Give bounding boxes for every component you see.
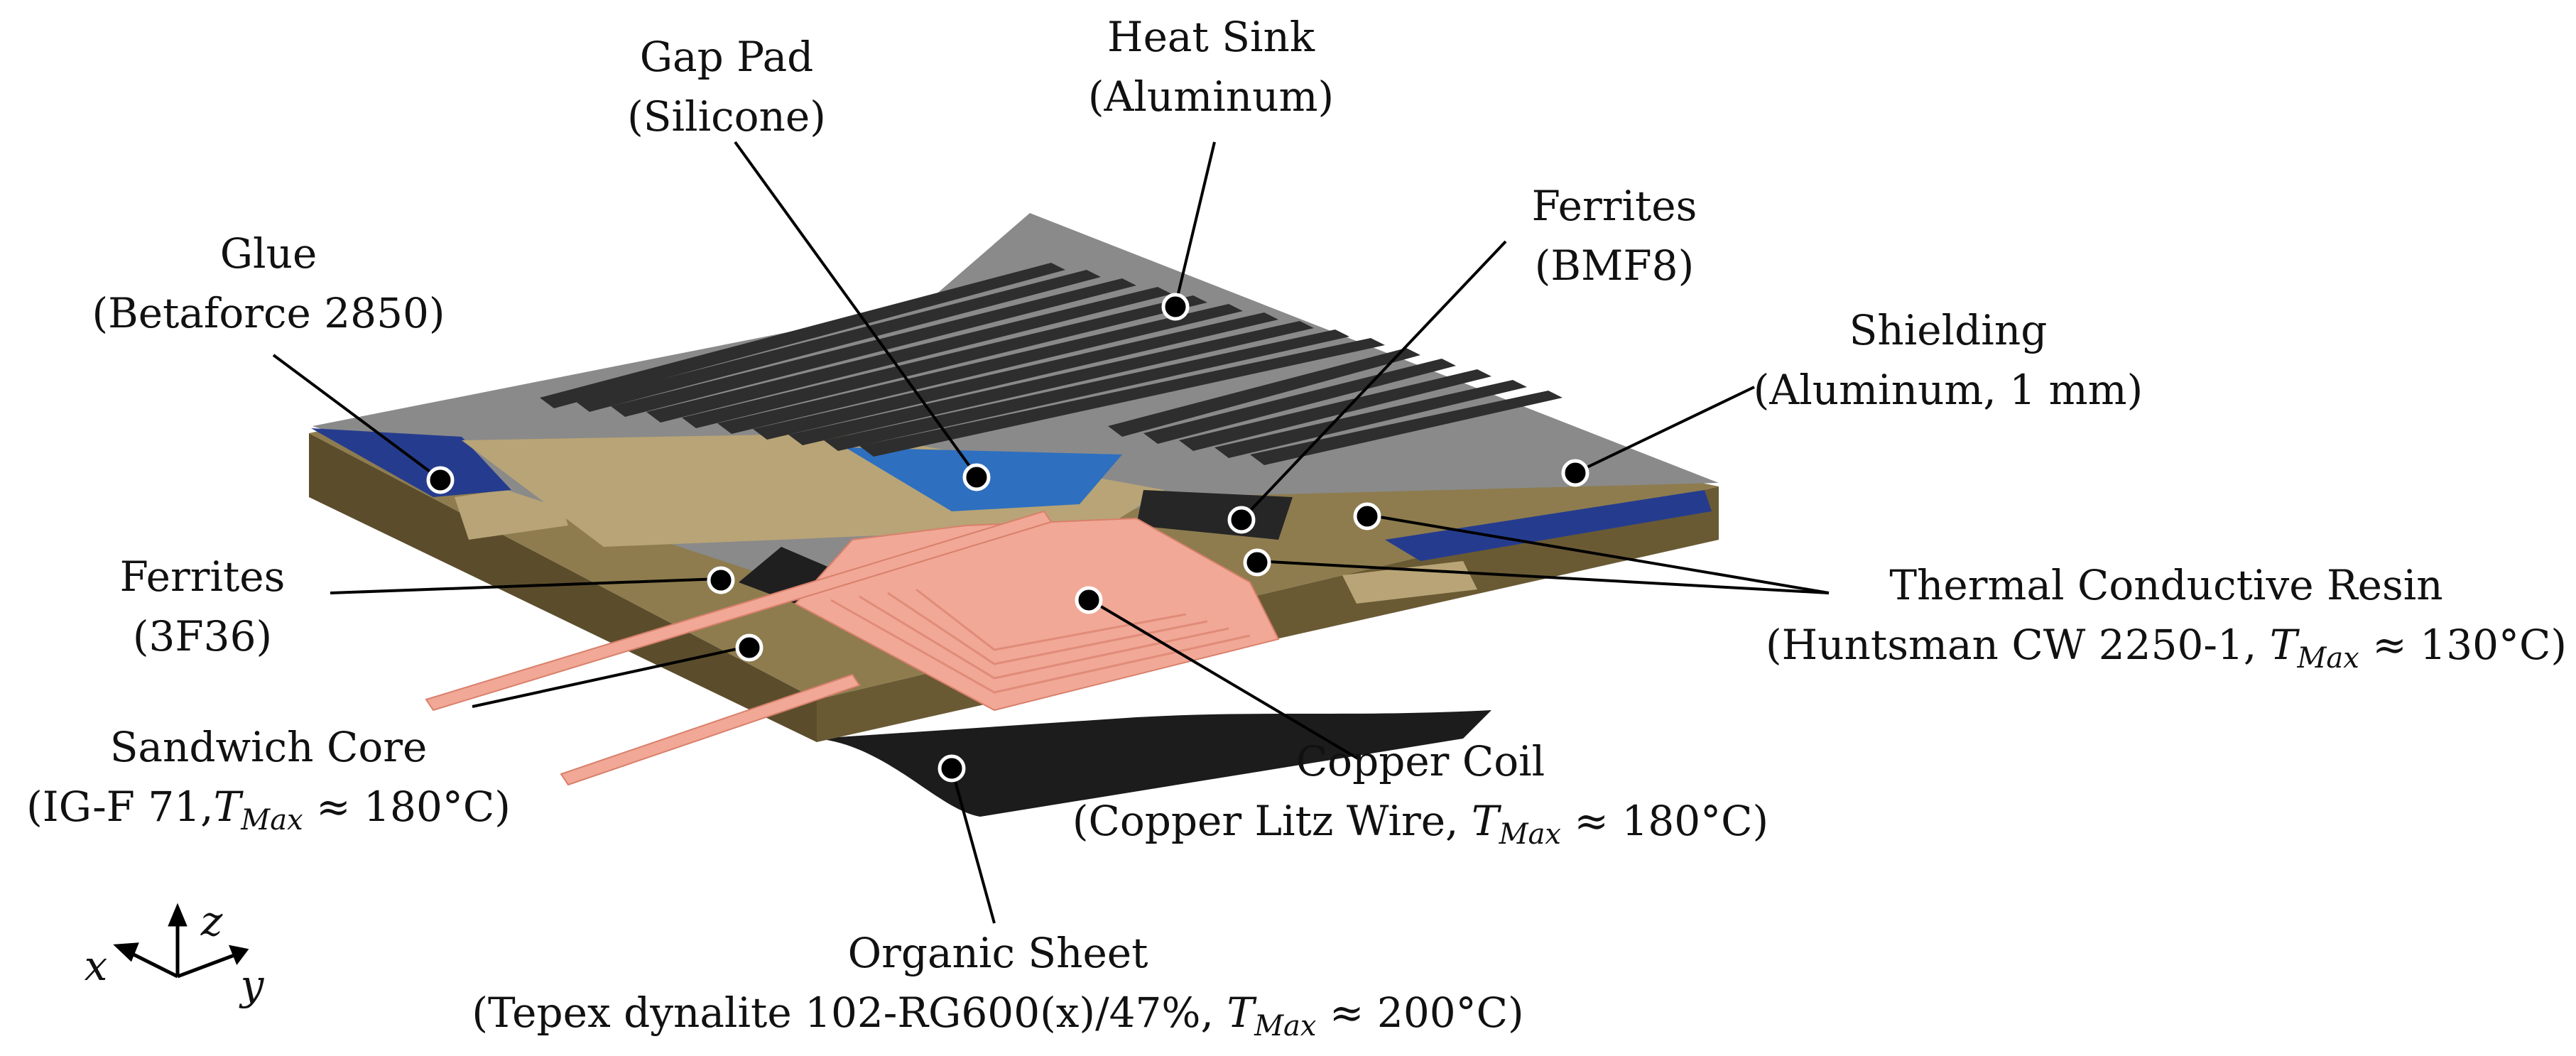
thermal-resin-title: Thermal Conductive Resin [1889, 561, 2443, 609]
glue-title: Glue [219, 229, 317, 278]
heat-sink-material: (Aluminum) [1087, 72, 1335, 121]
ferrites-3f36-material: (3F36) [132, 612, 273, 660]
core-left-side [309, 433, 817, 742]
shielding-material: (Aluminum, 1 mm) [1753, 366, 2143, 414]
label-heat-sink: Heat Sink (Aluminum) [1088, 7, 1334, 126]
copper-coil-title: Copper Coil [1295, 737, 1545, 785]
glue-left [311, 428, 511, 497]
copper-lead-upper [425, 510, 1053, 712]
label-gap-pad: Gap Pad (Silicone) [627, 27, 826, 146]
ferrites-bmf8-title: Ferrites [1531, 182, 1697, 230]
copper-lead-lower [560, 673, 861, 786]
label-sandwich-core: Sandwich Core (IG-F 71,TMax ≈ 180°C) [26, 717, 511, 850]
axis-label-y: y [240, 961, 264, 1009]
organic-sheet-title: Organic Sheet [847, 929, 1148, 977]
axis-label-x: x [84, 942, 108, 990]
heat-sink-fins [540, 263, 1563, 465]
ferrites-bmf8-material: (BMF8) [1534, 241, 1695, 290]
shielding-title: Shielding [1849, 306, 2048, 354]
leader-lines [272, 141, 1830, 924]
copper-coil-material: (Copper Litz Wire, TMax ≈ 180°C) [1072, 797, 1769, 851]
leader-dots [426, 293, 1589, 783]
label-ferrites-3f36: Ferrites (3F36) [120, 547, 286, 666]
glue-material: (Betaforce 2850) [92, 289, 445, 337]
gap-pad-material: (Silicone) [627, 92, 826, 141]
axes-indicator [113, 903, 249, 979]
organic-sheet-material: (Tepex dynalite 102-RG600(x)/47%, TMax ≈… [472, 989, 1524, 1043]
label-copper-coil: Copper Coil (Copper Litz Wire, TMax ≈ 18… [1072, 731, 1768, 864]
ferrite-bmf8 [1136, 490, 1293, 540]
copper-coil [794, 517, 1280, 712]
axis-label-z: z [200, 897, 223, 945]
sandwich-core-title: Sandwich Core [109, 723, 428, 771]
heat-sink-title: Heat Sink [1107, 13, 1315, 61]
gap-pad-title: Gap Pad [639, 33, 814, 81]
coil-windings [830, 588, 1251, 694]
label-shielding: Shielding (Aluminum, 1 mm) [1754, 300, 2143, 420]
label-glue: Glue (Betaforce 2850) [92, 224, 445, 343]
sandwich-core-material: (IG-F 71,TMax ≈ 180°C) [26, 783, 511, 837]
ferrites-3f36-title: Ferrites [119, 553, 286, 601]
thermal-resin-material: (Huntsman CW 2250-1, TMax ≈ 130°C) [1765, 621, 2567, 675]
glue-right [1385, 490, 1712, 561]
label-thermal-resin: Thermal Conductive Resin (Huntsman CW 22… [1766, 555, 2567, 688]
label-ferrites-bmf8: Ferrites (BMF8) [1532, 176, 1697, 295]
label-organic-sheet: Organic Sheet (Tepex dynalite 102-RG600(… [472, 923, 1523, 1056]
